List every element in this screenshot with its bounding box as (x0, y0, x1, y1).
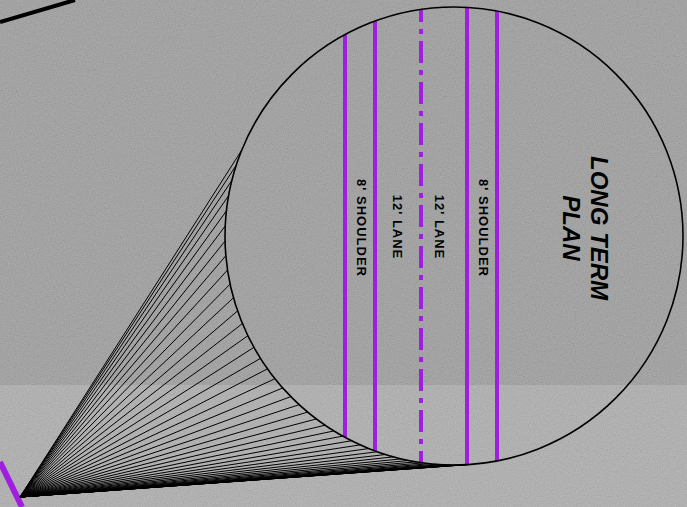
edge-line (373, 0, 377, 507)
edge-line (465, 0, 469, 507)
edge-line (495, 0, 499, 507)
edge-line (343, 0, 347, 507)
leader-line (20, 412, 308, 497)
circle-outline (224, 6, 684, 466)
centerline (419, 0, 423, 507)
circle-outline (225, 7, 683, 465)
leader-line (20, 284, 230, 497)
leader-line (20, 211, 226, 497)
leader-line (20, 165, 236, 497)
leader-line (20, 196, 229, 497)
lane-label: 12' LANE (390, 195, 404, 260)
lane-label: 8' SHOULDER (476, 179, 490, 277)
lane-label: 12' LANE (432, 195, 446, 260)
leader-line (20, 180, 232, 497)
leader-line (20, 226, 225, 497)
lane-lines (224, 0, 686, 507)
purple-line (0, 462, 22, 507)
leader-line (20, 256, 226, 497)
detail-circle: LONG TERM PLAN (224, 6, 684, 466)
lane-label: 8' SHOULDER (354, 179, 368, 277)
leader-line (20, 336, 248, 497)
plan-title: LONG TERM PLAN (557, 153, 613, 303)
leader-fan (20, 150, 470, 497)
leader-line (20, 358, 260, 497)
leader-line (20, 311, 238, 497)
leader-line (20, 150, 242, 497)
leader-line (20, 270, 228, 497)
leader-line (20, 455, 385, 497)
corner-line (0, 0, 75, 22)
leader-line (20, 241, 225, 497)
leader-line (20, 369, 267, 497)
leader-line (20, 298, 233, 497)
